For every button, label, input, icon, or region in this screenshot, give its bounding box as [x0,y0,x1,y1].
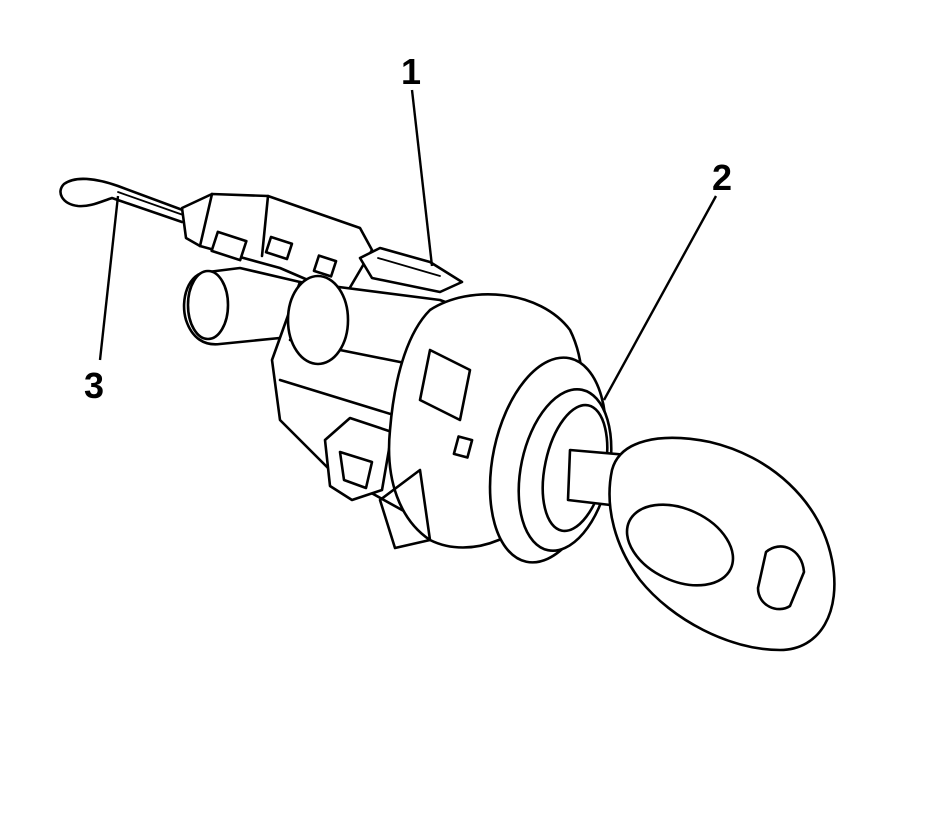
callout-1-leader [410,89,434,267]
callout-3-leader [98,195,120,361]
callout-3-label: 3 [84,365,104,406]
cylinder-rear-stub [182,266,302,346]
key-head [608,436,836,652]
release-button [358,246,464,294]
callout-2-label: 2 [712,157,732,198]
connector-housing [180,192,374,298]
release-tool [59,177,190,224]
side-tab [323,416,394,502]
callout-1-label: 1 [401,51,421,92]
face-bezel [488,356,613,564]
callout-2-leader [602,195,718,401]
